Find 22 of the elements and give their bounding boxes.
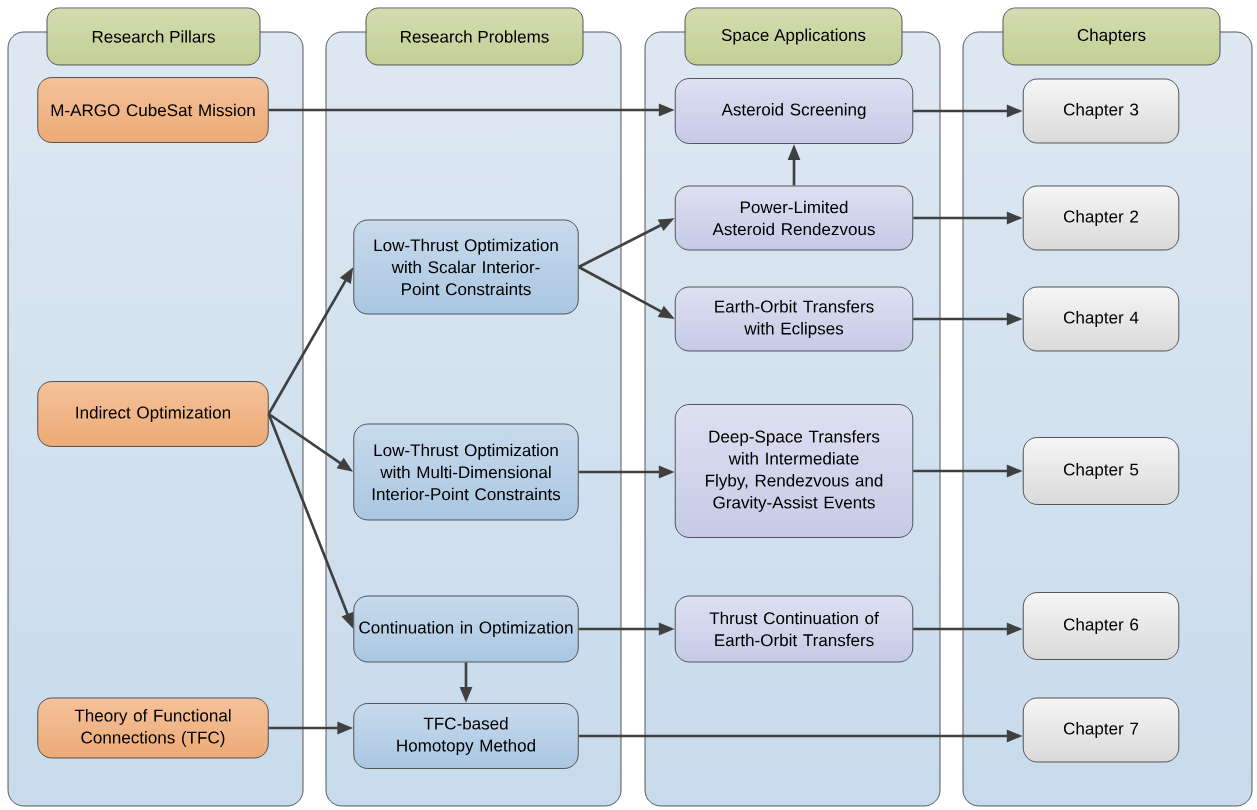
column-header: Research Pillars: [46, 7, 261, 66]
column-header: Space Applications: [684, 7, 903, 66]
problem-box: TFC-based Homotopy Method: [353, 703, 579, 769]
chapter-box: Chapter 3: [1022, 78, 1180, 144]
application-box: Deep-Space Transfers with Intermediate Flyby, Rendezvous and Gravity-Assist Events: [674, 404, 914, 538]
application-box: Thrust Continuation of Earth-Orbit Transfers: [674, 595, 914, 663]
pillar-box: Indirect Optimization: [37, 381, 269, 447]
problem-box: Low-Thrust Optimization with Multi-Dimensional Interior-Point Constraints: [353, 423, 579, 521]
chapter-box: Chapter 6: [1022, 592, 1180, 660]
application-box: Earth-Orbit Transfers with Eclipses: [674, 286, 914, 352]
problem-box: Continuation in Optimization: [353, 595, 579, 663]
pillar-box: Theory of Functional Connections (TFC): [37, 697, 269, 759]
chapter-box: Chapter 2: [1022, 185, 1180, 251]
application-box: Asteroid Screening: [674, 78, 914, 144]
pillar-box: M-ARGO CubeSat Mission: [37, 77, 269, 143]
application-box: Power-Limited Asteroid Rendezvous: [674, 185, 914, 251]
problem-box: Low-Thrust Optimization with Scalar Interior-Point Constraints: [353, 219, 579, 315]
chapter-box: Chapter 4: [1022, 286, 1180, 352]
chapter-box: Chapter 5: [1022, 437, 1180, 505]
chapter-box: Chapter 7: [1022, 697, 1180, 763]
column-header: Research Problems: [365, 7, 584, 66]
column-header: Chapters: [1002, 7, 1221, 66]
